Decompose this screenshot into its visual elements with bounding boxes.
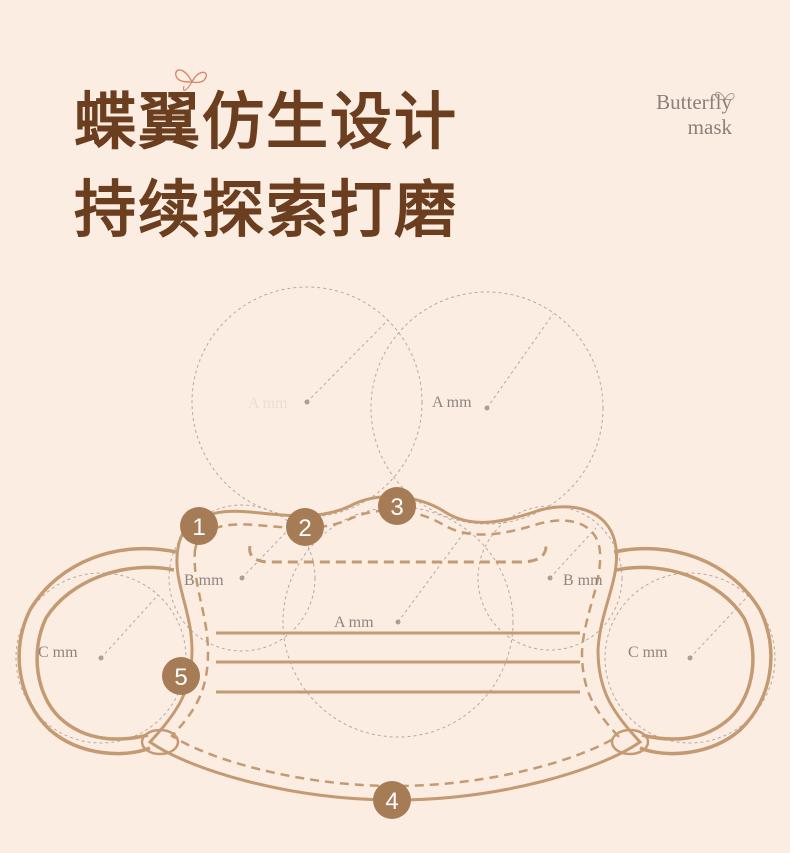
svg-text:2: 2 bbox=[298, 515, 311, 542]
butterfly-icon bbox=[175, 69, 207, 91]
label-center-a: A mm bbox=[334, 614, 374, 631]
circle-right-b bbox=[477, 505, 623, 651]
brand-title: Butterfly mask bbox=[656, 90, 732, 140]
svg-text:4: 4 bbox=[385, 788, 398, 815]
circle-right-c bbox=[604, 572, 776, 744]
svg-text:5: 5 bbox=[174, 664, 187, 691]
circle-left-b bbox=[168, 504, 316, 652]
brand-line-2: mask bbox=[687, 115, 732, 139]
headline: 蝶翼仿生设计 持续探索打磨 bbox=[74, 78, 458, 254]
left-ear-loop bbox=[17, 546, 177, 756]
svg-text:1: 1 bbox=[192, 514, 205, 541]
headline-line-1: 蝶翼仿生设计 bbox=[74, 85, 459, 158]
brand-butterfly-icon bbox=[715, 91, 735, 101]
badge-2: 2 bbox=[286, 508, 324, 546]
nose-wire bbox=[248, 545, 548, 564]
badge-5: 5 bbox=[162, 657, 200, 695]
badge-1: 1 bbox=[180, 507, 218, 545]
mask-body-outline bbox=[147, 495, 643, 802]
label-top-right-a: A mm bbox=[432, 394, 472, 411]
label-right-c: C mm bbox=[628, 644, 668, 661]
circle-top-right bbox=[370, 291, 604, 525]
svg-text:3: 3 bbox=[390, 494, 403, 521]
badge-3: 3 bbox=[378, 487, 416, 525]
right-ear-loop-inner bbox=[615, 565, 755, 741]
mask-stitch-line bbox=[170, 509, 620, 788]
right-ear-attach bbox=[610, 728, 650, 756]
label-top-left-a: A mm bbox=[248, 395, 288, 412]
label-right-b: B mm bbox=[563, 572, 603, 589]
badge-4: 4 bbox=[373, 781, 411, 819]
label-left-b: B mm bbox=[184, 572, 224, 589]
headline-line-2: 持续探索打磨 bbox=[74, 173, 459, 246]
right-ear-loop bbox=[613, 546, 773, 756]
left-ear-loop-inner bbox=[35, 565, 175, 741]
brand-line-1: Butterfly bbox=[656, 90, 732, 114]
label-left-c: C mm bbox=[38, 644, 78, 661]
left-ear-attach bbox=[140, 728, 180, 756]
